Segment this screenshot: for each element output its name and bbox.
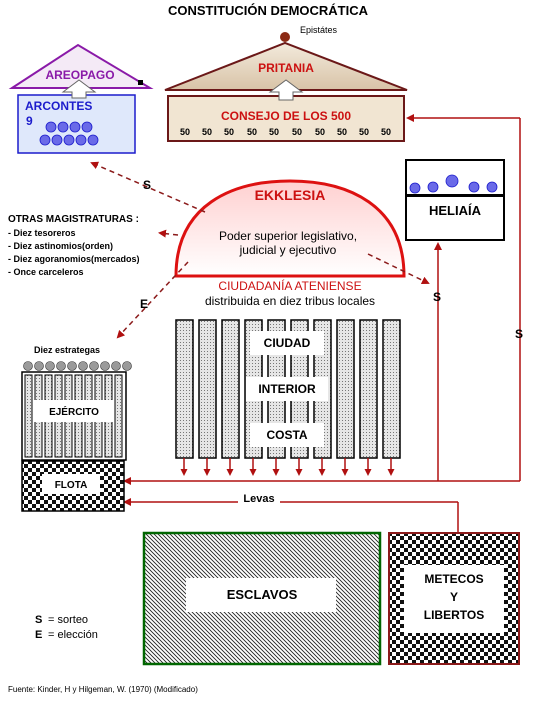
tribe-count: 50: [202, 127, 212, 137]
epistates-label: Epistátes: [300, 25, 338, 35]
ekklesia-desc-2: judicial y ejecutivo: [239, 243, 337, 257]
areopago-group: AREOPAGO ARCONTES 9: [8, 43, 154, 154]
tribe-column: [198, 319, 217, 459]
consejo-label: CONSEJO DE LOS 500: [221, 109, 351, 123]
zone-ciudad: CIUDAD: [264, 336, 311, 350]
military-group: Diez estrategas EJÉRCITO FLOTA: [21, 345, 132, 512]
legend-s-key: S: [35, 614, 42, 626]
ejercito-box: [34, 400, 114, 422]
heliaia-label: HELIAÍA: [429, 203, 482, 218]
flota-label: FLOTA: [55, 480, 88, 491]
tribe-count: 50: [292, 127, 302, 137]
pritania-label: PRITANIA: [258, 61, 314, 75]
metecos-group: METECOS Y LIBERTOS: [388, 532, 520, 665]
ciudadania-label: CIUDADANÍA ATENIENSE: [218, 278, 361, 293]
estrategas-figures: [23, 361, 132, 371]
esclavos-group: ESCLAVOS: [142, 531, 382, 666]
ekklesia-label: EKKLESIA: [255, 187, 326, 203]
tribe-column: [221, 319, 240, 459]
flota-box: [42, 474, 100, 494]
diagram-title: CONSTITUCIÓN DEMOCRÁTICA: [168, 3, 369, 18]
pritania-up-arrow: [268, 79, 304, 101]
heliaia-group: HELIAÍA: [405, 159, 505, 241]
areopago-up-arrow: [61, 79, 97, 99]
magistratura-item: - Once carceleros: [8, 267, 84, 277]
ejercito-label: EJÉRCITO: [49, 405, 99, 418]
tribe-count: 50: [315, 127, 325, 137]
source-note: Fuente: Kinder, H y Hilgeman, W. (1970) …: [8, 685, 198, 694]
magistratura-item: - Diez tesoreros: [8, 228, 76, 238]
magistraturas-list: OTRAS MAGISTRATURAS : - Diez tesoreros -…: [8, 214, 140, 277]
zone-costa-box: [250, 423, 324, 447]
zone-ciudad-box: [250, 331, 324, 355]
consejo-box: [167, 95, 405, 142]
arcontes-figures: [39, 121, 99, 146]
magistratura-item: - Diez astinomios(orden): [8, 241, 113, 251]
tribes-block: CIUDAD INTERIOR COSTA: [175, 319, 401, 459]
metecos-line1: METECOS: [424, 572, 483, 586]
election-arrows: [90, 161, 430, 339]
magistraturas-title: OTRAS MAGISTRATURAS :: [8, 214, 139, 225]
areopago-corner-mark: [138, 80, 143, 85]
arrow-label-s-right: S: [433, 290, 441, 304]
tribe-column: [359, 319, 378, 459]
ekklesia-desc-1: Poder superior legislativo,: [219, 229, 357, 243]
ekklesia-group: EKKLESIA Poder superior legislativo, jud…: [174, 179, 406, 278]
tribe-count: 50: [269, 127, 279, 137]
legend-e-key: E: [35, 629, 42, 641]
heliaia-judges: [409, 174, 498, 194]
tribe-column: [382, 319, 401, 459]
zone-interior: INTERIOR: [258, 382, 316, 396]
areopago-label: AREOPAGO: [45, 68, 114, 82]
arrow-label-s-far: S: [515, 327, 523, 341]
legend-s-text: = sorteo: [48, 614, 88, 626]
tribe-down-arrows: [180, 458, 395, 476]
arrow-label-s-left: S: [143, 178, 151, 192]
metecos-line3: LIBERTOS: [424, 608, 484, 622]
tribe-column: [175, 319, 194, 459]
legend-e-text: = elección: [48, 629, 98, 641]
tribe-count: 50: [337, 127, 347, 137]
tribe-count: 50: [247, 127, 257, 137]
arrow-label-e-left: E: [140, 297, 148, 311]
connector-lines: [123, 114, 521, 533]
zone-costa: COSTA: [266, 428, 307, 442]
tribe-count: 50: [359, 127, 369, 137]
heliaia-box: [405, 195, 505, 241]
levas-bg: [238, 491, 280, 505]
tribe-member-counts: 50 50 50 50 50 50 50 50 50 50: [180, 127, 391, 137]
estrategas-label: Diez estrategas: [34, 345, 100, 355]
ciudadania-sub: distribuida en diez tribus locales: [205, 294, 375, 308]
tribe-count: 50: [381, 127, 391, 137]
epistates-figure: [280, 32, 290, 42]
arcontes-count: 9: [26, 114, 33, 128]
pritania-group: Epistátes PRITANIA CONSEJO DE LOS 500 50…: [164, 25, 408, 142]
metecos-box: [404, 565, 504, 633]
tribe-column: [336, 319, 355, 459]
legend: S = sorteo E = elección: [35, 614, 98, 641]
zone-interior-box: [246, 377, 328, 401]
esclavos-label: ESCLAVOS: [227, 587, 298, 602]
esclavos-box: [186, 578, 336, 612]
tribe-count: 50: [224, 127, 234, 137]
ekklesia-dome: [174, 179, 406, 278]
magistratura-item: - Diez agoranomios(mercados): [8, 254, 140, 264]
metecos-line2: Y: [450, 590, 458, 604]
levas-label: Levas: [243, 493, 274, 505]
arcontes-label: ARCONTES: [25, 99, 92, 113]
tribe-count: 50: [180, 127, 190, 137]
